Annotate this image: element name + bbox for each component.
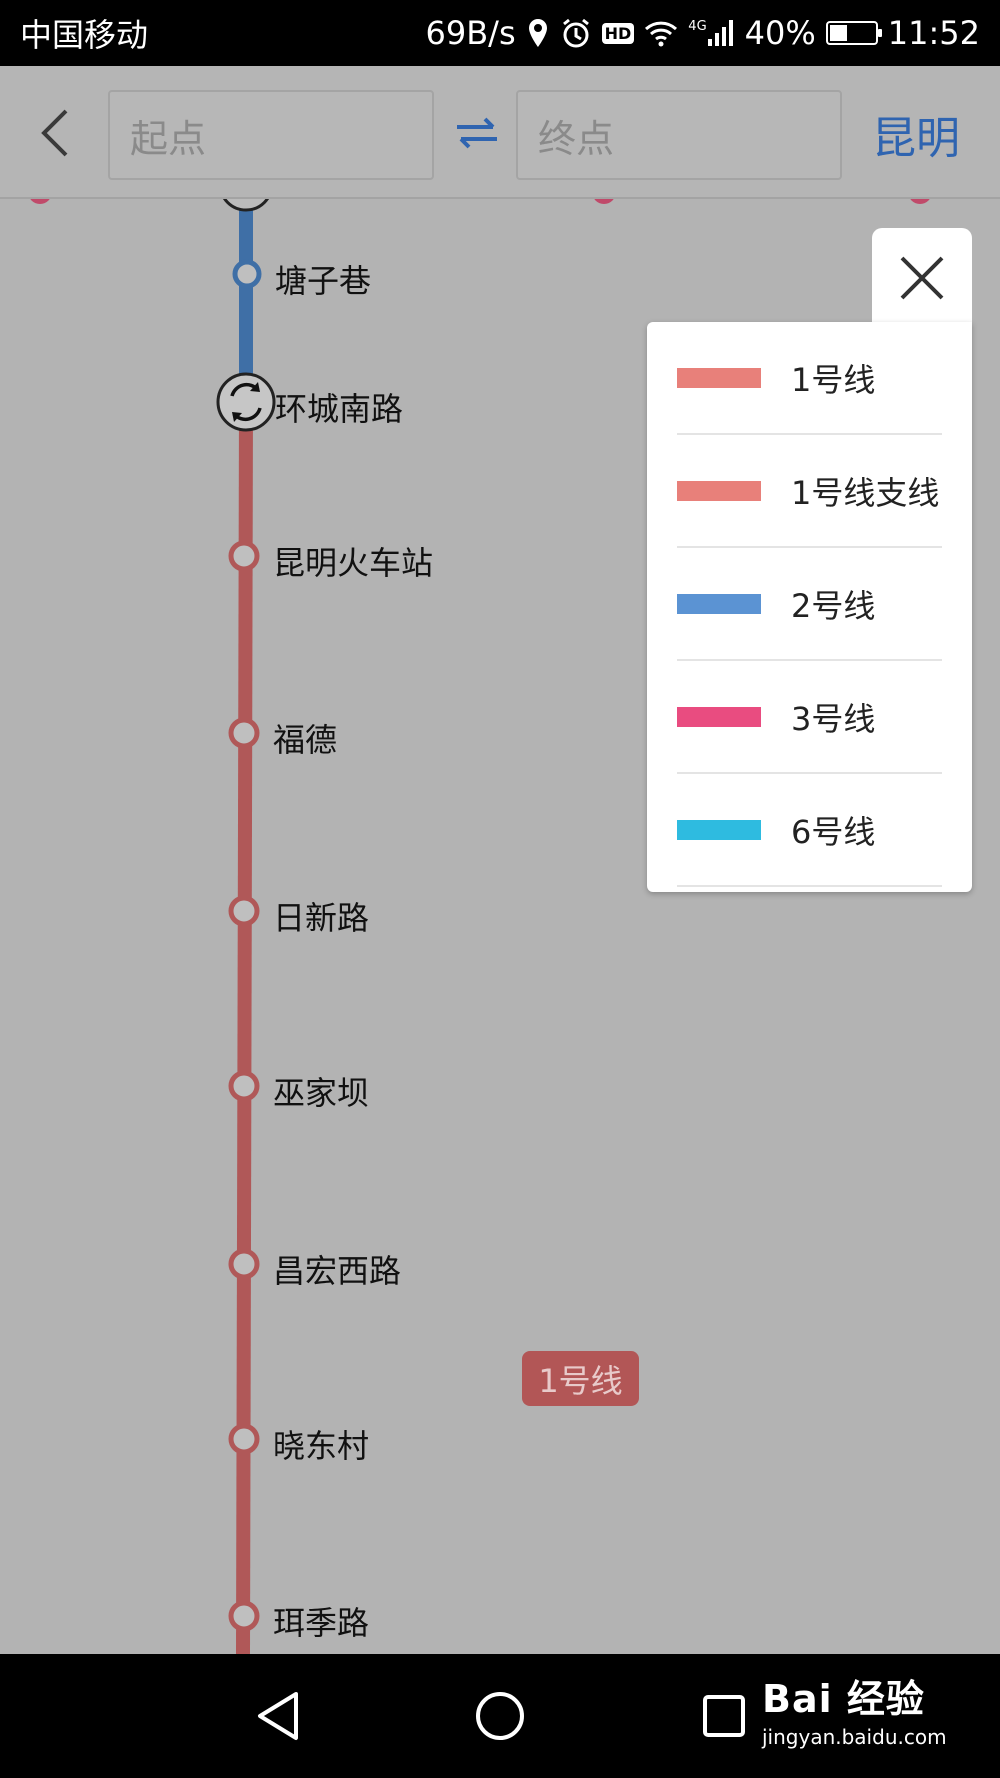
location-icon	[526, 17, 550, 49]
legend-label: 1号线支线	[791, 473, 940, 512]
alarm-icon	[560, 17, 592, 49]
nav-home-button[interactable]	[470, 1686, 530, 1746]
line-1-segment	[236, 401, 253, 1654]
nav-back-button[interactable]	[248, 1686, 308, 1746]
triangle-back-icon	[258, 1692, 298, 1740]
legend-item-line-6[interactable]: 6号线	[677, 774, 942, 887]
station-label[interactable]: 晓东村	[273, 1427, 370, 1465]
circle-home-icon	[476, 1692, 524, 1740]
line-color-swatch	[677, 593, 761, 614]
station-label[interactable]: 巫家坝	[273, 1074, 370, 1112]
station-label[interactable]: 日新路	[273, 899, 370, 937]
station-dot	[228, 1423, 260, 1455]
line-color-swatch	[677, 480, 761, 501]
network-speed: 69B/s	[425, 14, 516, 52]
station-dot	[232, 259, 262, 289]
legend-label: 2号线	[791, 586, 876, 625]
station-label[interactable]: 昌宏西路	[273, 1252, 402, 1290]
back-button[interactable]	[28, 98, 80, 168]
nav-recents-button[interactable]	[694, 1686, 754, 1746]
station-dot	[228, 1070, 260, 1102]
status-bar: 中国移动 69B/s HD 4G 40% 11:52	[0, 0, 1000, 66]
station-label[interactable]: 环城南路	[275, 390, 404, 428]
legend-item-line-1[interactable]: 1号线	[677, 322, 942, 435]
legend-item-line-2[interactable]: 2号线	[677, 548, 942, 661]
station-dot	[228, 1248, 260, 1280]
back-arrow-icon	[41, 109, 68, 157]
watermark-brand: Bai 经验	[762, 1677, 925, 1721]
network-type: 4G	[688, 19, 707, 34]
station-dot	[228, 540, 260, 572]
carrier-label: 中国移动	[20, 16, 149, 54]
square-recents-icon	[703, 1695, 745, 1737]
station-dot	[228, 895, 260, 927]
swap-button[interactable]	[450, 106, 504, 160]
battery-percent: 40%	[744, 14, 816, 52]
route-search-bar: 起点 终点 昆明	[0, 66, 1000, 199]
signal-icon: 4G	[688, 19, 734, 47]
start-point-input[interactable]: 起点	[108, 90, 434, 180]
close-legend-button[interactable]	[872, 228, 972, 328]
battery-icon	[825, 21, 882, 45]
station-label[interactable]: 昆明火车站	[273, 544, 434, 582]
legend-label: 3号线	[791, 699, 876, 738]
station-label[interactable]: 珥季路	[273, 1604, 370, 1642]
hd-badge: HD	[601, 22, 635, 44]
station-label[interactable]: 福德	[273, 721, 338, 759]
baidu-jingyan-watermark: Bai 经验 jingyan.baidu.com	[762, 1668, 947, 1749]
line-color-swatch	[677, 367, 761, 388]
transfer-station-icon	[216, 372, 276, 432]
wifi-icon	[644, 19, 678, 47]
line-color-swatch	[677, 706, 761, 727]
line-color-swatch	[677, 819, 761, 840]
watermark-url: jingyan.baidu.com	[762, 1725, 947, 1749]
end-point-input[interactable]: 终点	[516, 90, 842, 180]
metro-map[interactable]: 塘子巷 环城南路 昆明火车站 福德 日新路 巫家坝 昌宏西路 晓东村 珥季路 1…	[0, 66, 1000, 1654]
clock: 11:52	[887, 14, 980, 52]
legend-label: 6号线	[791, 812, 876, 851]
line-legend-panel: 1号线 1号线支线 2号线 3号线 6号线	[647, 322, 972, 892]
legend-label: 1号线	[791, 360, 876, 399]
station-label[interactable]: 塘子巷	[275, 262, 372, 300]
system-nav-bar	[0, 1654, 1000, 1778]
station-dot	[228, 1600, 260, 1632]
station-dot	[228, 717, 260, 749]
battery-fill	[829, 25, 848, 41]
legend-item-line-3[interactable]: 3号线	[677, 661, 942, 774]
city-selector[interactable]: 昆明	[872, 113, 960, 164]
legend-item-line-1-branch[interactable]: 1号线支线	[677, 435, 942, 548]
close-icon	[900, 256, 944, 300]
line-name-tag[interactable]: 1号线	[522, 1351, 639, 1406]
swap-icon	[457, 117, 497, 149]
